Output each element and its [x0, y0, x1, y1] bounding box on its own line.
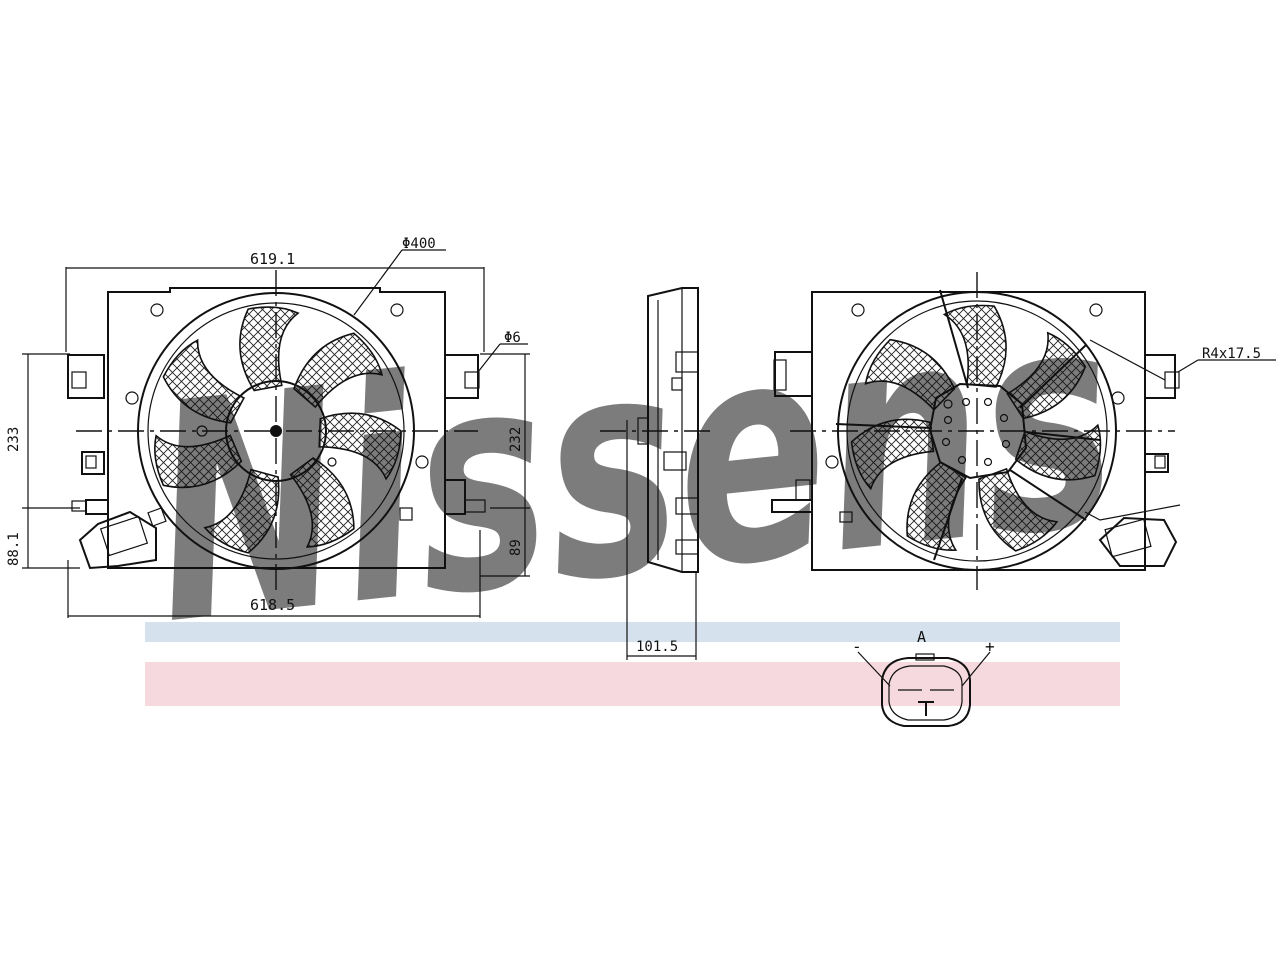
dim-hole: Φ6	[504, 330, 521, 346]
pink-band	[145, 662, 1120, 706]
fan-blade	[864, 338, 956, 411]
fan-blade	[318, 412, 402, 481]
connector-minus: -	[852, 637, 862, 656]
fan-blade	[162, 338, 245, 424]
dim-depth: 101.5	[636, 639, 678, 655]
dim-left-height: 233	[6, 427, 22, 452]
fan-blade	[289, 457, 355, 548]
fan-blade	[978, 467, 1059, 552]
dim-right-lower: 89	[508, 539, 524, 556]
dim-bottom-width: 618.5	[250, 596, 295, 614]
fan-blade	[293, 332, 384, 409]
dim-radius: R4x17.5	[1202, 346, 1261, 362]
connector-detail: A - +	[852, 628, 995, 727]
connector-plus: +	[985, 637, 995, 656]
dim-top-width: 619.1	[250, 250, 295, 268]
fan-blade	[239, 306, 300, 392]
fan-blade	[154, 434, 243, 489]
fan-blade	[850, 418, 935, 491]
rear-view: R4x17.5	[771, 272, 1276, 590]
fan-blade	[942, 304, 1007, 388]
front-view-dimensions: 619.1 Φ400 Φ6 233 88.1 232 89 618.5	[6, 236, 530, 618]
fan-blade	[1006, 331, 1087, 420]
dim-left-lower: 88.1	[6, 532, 22, 566]
fan-blade	[1014, 423, 1102, 481]
connector-label-a: A	[917, 628, 926, 646]
dim-right-height: 232	[508, 427, 524, 452]
fan-blade	[203, 468, 280, 554]
blue-band	[145, 622, 1120, 642]
side-view: 101.5	[600, 287, 712, 660]
dim-fan-diameter: Φ400	[402, 236, 436, 252]
